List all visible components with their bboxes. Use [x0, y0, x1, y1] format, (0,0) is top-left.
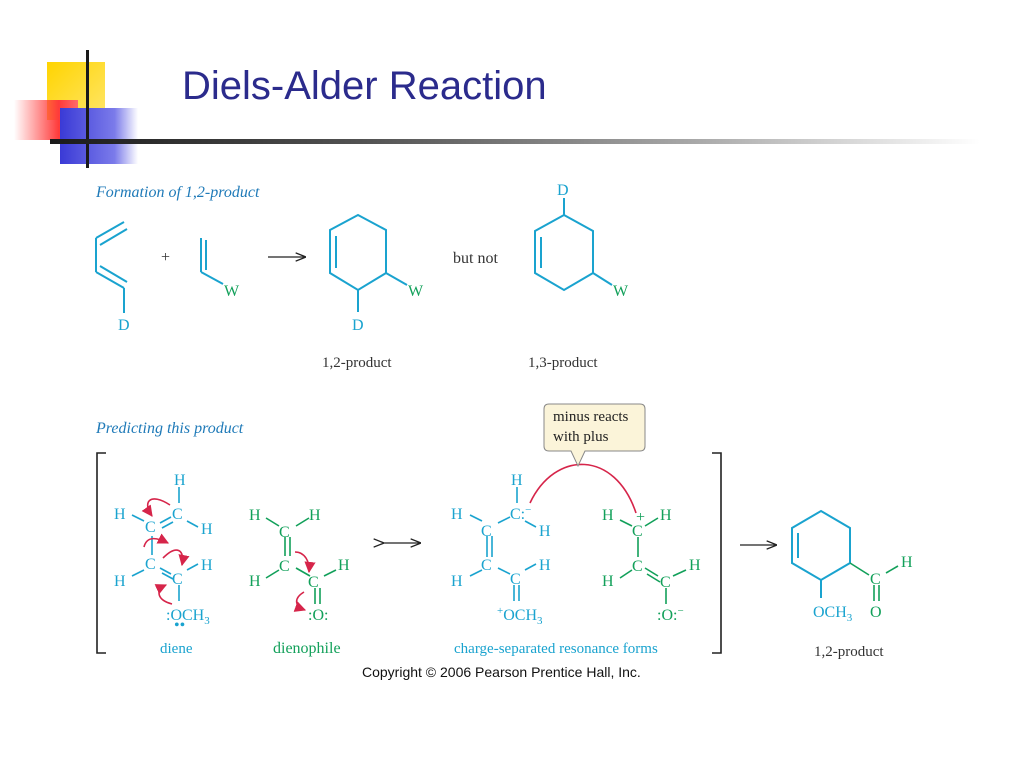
svg-text:C: C — [481, 523, 492, 540]
svg-text:C:−: C:− — [510, 504, 531, 523]
svg-text:OCH3: OCH3 — [813, 604, 853, 624]
svg-text:C: C — [510, 571, 521, 588]
plus-sign: + — [161, 249, 170, 266]
callout-line1: minus reacts — [553, 409, 629, 425]
interaction-arc — [529, 463, 637, 514]
svg-text:C: C — [308, 574, 319, 591]
svg-text:C: C — [279, 524, 290, 541]
svg-text:H: H — [114, 506, 126, 523]
but-not-text: but not — [453, 250, 498, 267]
section1-heading: Formation of 1,2-product — [95, 184, 260, 201]
svg-text:H: H — [249, 573, 261, 590]
svg-text:C: C — [172, 571, 183, 588]
svg-text:H: H — [174, 472, 186, 489]
svg-text::O:−: :O:− — [657, 605, 684, 624]
diene-substituent-d: D — [118, 317, 130, 334]
resonance-diene-structure: H H C C:− H C H C H +OCH3 — [451, 472, 551, 627]
left-bracket — [96, 452, 106, 654]
section2-heading: Predicting this product — [95, 420, 244, 437]
diene-skeleton — [95, 221, 128, 313]
svg-text:H: H — [338, 557, 350, 574]
svg-text:C: C — [145, 519, 156, 536]
svg-text:C: C — [172, 506, 183, 523]
svg-text:O: O — [870, 604, 882, 621]
svg-text:C: C — [660, 574, 671, 591]
callout-bubble — [543, 403, 646, 468]
svg-text:+: + — [636, 509, 645, 526]
svg-text:C: C — [632, 558, 643, 575]
slide-title: Diels-Alder Reaction — [182, 64, 547, 108]
product12-substituent-d: D — [352, 317, 364, 334]
dienophile-label: dienophile — [273, 640, 341, 657]
svg-text:H: H — [114, 573, 126, 590]
product13-substituent-w: W — [613, 283, 629, 300]
svg-text:H: H — [451, 573, 463, 590]
svg-text:H: H — [539, 557, 551, 574]
svg-text:H: H — [201, 521, 213, 538]
svg-text:H: H — [602, 507, 614, 524]
dienophile-skeleton — [200, 238, 224, 285]
final-product-structure: C H O OCH3 — [791, 509, 913, 624]
product13-substituent-d: D — [557, 182, 569, 199]
svg-text:C: C — [481, 557, 492, 574]
svg-text:C: C — [870, 571, 881, 588]
callout-line2: with plus — [553, 429, 609, 445]
svg-text:C: C — [145, 556, 156, 573]
right-bracket — [712, 452, 722, 654]
svg-text:H: H — [451, 506, 463, 523]
product13-ring — [534, 198, 613, 292]
svg-text:H: H — [511, 472, 523, 489]
diene-structure: H H C C H C H C H :OCH3 •• — [114, 472, 213, 634]
copyright-text: Copyright © 2006 Pearson Prentice Hall, … — [362, 664, 641, 680]
title-rule — [50, 139, 980, 144]
product12-label: 1,2-product — [322, 355, 392, 371]
svg-text:H: H — [539, 523, 551, 540]
svg-text:H: H — [689, 557, 701, 574]
svg-text:+OCH3: +OCH3 — [497, 605, 543, 627]
resonance-dienophile-structure: H C + H C H C H :O:− — [602, 507, 701, 624]
deco-vertical-line — [86, 50, 89, 168]
dienophile-substituent-w: W — [224, 283, 240, 300]
svg-text:H: H — [249, 507, 261, 524]
product12-substituent-w: W — [408, 283, 424, 300]
svg-text:C: C — [632, 523, 643, 540]
product13-label: 1,3-product — [528, 355, 598, 371]
final-product-label: 1,2-product — [814, 644, 884, 660]
svg-text:••: •• — [174, 617, 185, 634]
svg-text:H: H — [309, 507, 321, 524]
svg-text::O:: :O: — [308, 607, 328, 624]
svg-text:C: C — [279, 558, 290, 575]
svg-text:H: H — [901, 554, 913, 571]
dienophile-structure: H C H C H C H :O: — [249, 507, 350, 624]
resonance-label: charge-separated resonance forms — [454, 641, 658, 657]
diene-label: diene — [160, 641, 193, 657]
svg-text:H: H — [660, 507, 672, 524]
svg-text:H: H — [201, 557, 213, 574]
product12-ring — [329, 213, 408, 312]
svg-text::OCH3: :OCH3 — [166, 607, 210, 627]
svg-text:H: H — [602, 573, 614, 590]
deco-blue-square — [60, 108, 138, 164]
